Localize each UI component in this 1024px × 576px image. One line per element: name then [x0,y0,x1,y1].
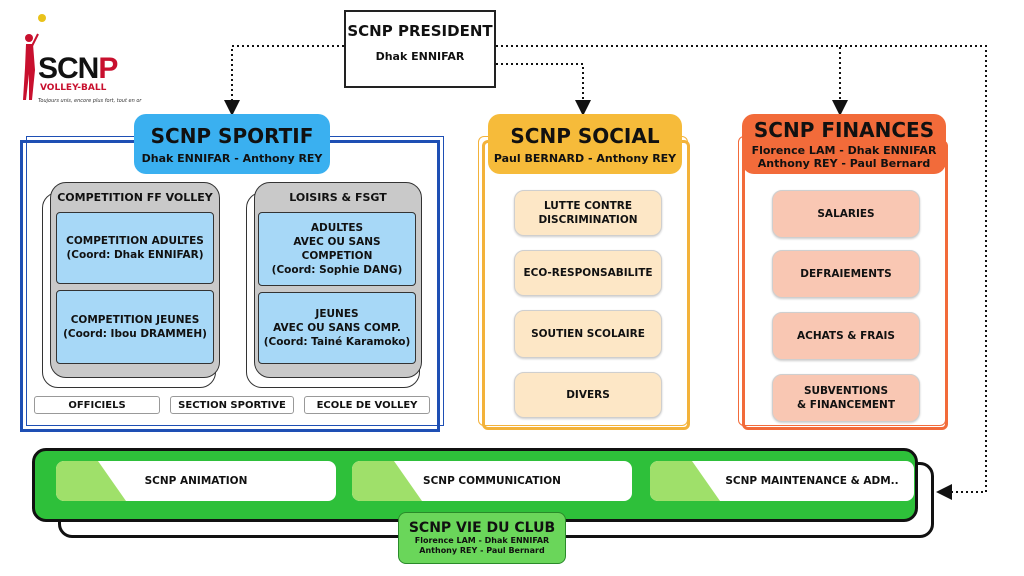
president-name: Dhak ENNIFAR [375,50,465,63]
president-title: SCNP PRESIDENT [347,22,493,40]
competition-adultes-box: COMPETITION ADULTES (Coord: Dhak ENNIFAR… [56,212,214,284]
logo-brand: SCNP [38,52,118,86]
group-title: COMPETITION FF VOLLEY [57,191,213,204]
connector-to-sportif [224,45,344,116]
logo-subtitle: VOLLEY-BALL [40,83,107,93]
finances-leads-line2: Anthony REY - Paul Bernard [757,157,931,170]
footer-section-sportive: SECTION SPORTIVE [170,396,294,414]
club-leads-line2: Anthony REY - Paul Bernard [419,546,545,555]
finances-item: SUBVENTIONS & FINANCEMENT [772,374,920,422]
finances-leads-line1: Florence LAM - Dhak ENNIFAR [751,144,937,157]
loisirs-jeunes-box: JEUNES AVEC OU SANS COMP. (Coord: Tainé … [258,292,416,364]
club-leads-line1: Florence LAM - Dhak ENNIFAR [414,536,550,545]
competition-jeunes-box: COMPETITION JEUNES (Coord: Ibou DRAMMEH) [56,290,214,364]
club-header: SCNP VIE DU CLUB Florence LAM - Dhak ENN… [398,512,566,564]
social-item: ECO-RESPONSABILITE [514,250,662,296]
connector-to-finances [496,45,848,116]
sportif-title: SCNP SPORTIF [150,123,314,148]
club-item-label: SCNP COMMUNICATION [423,475,561,487]
club-item-label: SCNP MAINTENANCE & ADM.. [725,475,899,487]
social-item: SOUTIEN SCOLAIRE [514,310,662,358]
club-title: SCNP VIE DU CLUB [408,520,556,536]
logo-brand-a: SCN [38,52,99,85]
sportif-header: SCNP SPORTIF Dhak ENNIFAR - Anthony REY [134,114,330,174]
club-item-animation: SCNP ANIMATION [56,461,336,501]
club-item-label: SCNP ANIMATION [144,475,248,487]
sportif-leads: Dhak ENNIFAR - Anthony REY [141,151,323,165]
footer-officiels: OFFICIELS [34,396,160,414]
social-item: LUTTE CONTRE DISCRIMINATION [514,190,662,236]
president-box: SCNP PRESIDENT Dhak ENNIFAR [344,10,496,88]
connector-to-social [496,63,591,116]
finances-title: SCNP FINANCES [753,118,935,142]
loisirs-adultes-box: ADULTES AVEC OU SANS COMPETION (Coord: S… [258,212,416,286]
finances-header: SCNP FINANCES Florence LAM - Dhak ENNIFA… [742,114,946,174]
finances-item: ACHATS & FRAIS [772,312,920,360]
group-title: LOISIRS & FSGT [289,191,387,204]
social-item: DIVERS [514,372,662,418]
social-title: SCNP SOCIAL [510,123,660,148]
club-logo: SCNP VOLLEY-BALL Toujours unis, encore p… [8,14,141,104]
logo-tagline: Toujours unis, encore plus fort, tout en… [38,98,142,104]
footer-ecole-de-volley: ECOLE DE VOLLEY [304,396,430,414]
social-header: SCNP SOCIAL Paul BERNARD - Anthony REY [488,114,682,174]
finances-item: DEFRAIEMENTS [772,250,920,298]
club-item-communication: SCNP COMMUNICATION [352,461,632,501]
club-item-maintenance: SCNP MAINTENANCE & ADM.. [650,461,914,501]
volleyball-icon [38,14,46,22]
finances-item: SALARIES [772,190,920,238]
social-leads: Paul BERNARD - Anthony REY [493,151,677,165]
logo-brand-b: P [98,52,118,85]
player-silhouette-icon [23,33,39,100]
